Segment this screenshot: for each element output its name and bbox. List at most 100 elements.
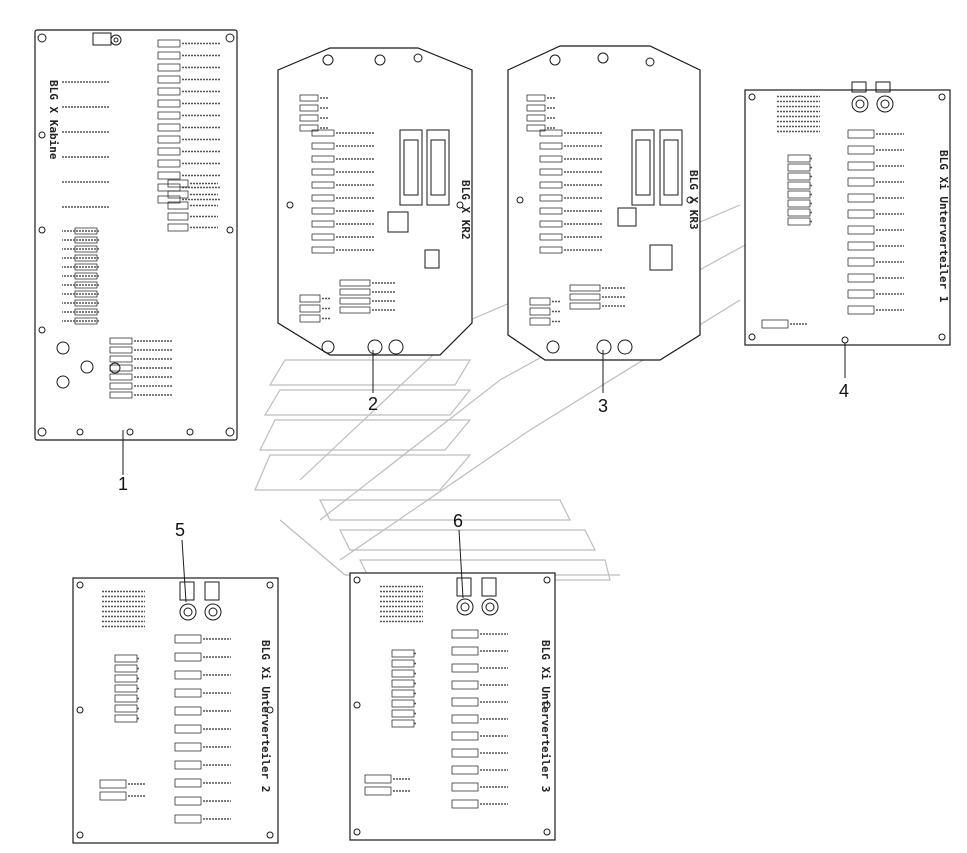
terminal-block [847, 257, 875, 267]
terminal-block [847, 225, 875, 235]
terminal-block [451, 799, 479, 809]
terminal-block [299, 314, 321, 323]
terminal-block [174, 760, 202, 770]
terminal-block [174, 814, 202, 824]
terminal-block [311, 181, 335, 189]
terminal-block [529, 307, 551, 316]
panel-2-terminal-blocks [299, 94, 395, 323]
panel-1-terminal-blocks [62, 39, 220, 399]
terminal-block [539, 181, 563, 189]
terminal-block [99, 779, 127, 789]
terminal-block [847, 289, 875, 299]
terminal-block [299, 294, 321, 303]
terminal-block [109, 355, 133, 363]
terminal-block [539, 220, 563, 228]
terminal-block [311, 207, 335, 215]
terminal-block [157, 171, 181, 180]
terminal-block [339, 279, 371, 287]
terminal-block [539, 246, 563, 254]
panel-5-title: BLG Xi Unterverteiler 2 [259, 640, 272, 792]
terminal-block [339, 306, 371, 314]
terminal-block [451, 748, 479, 758]
terminal-block [451, 765, 479, 775]
terminal-block [157, 87, 181, 96]
terminal-block [451, 663, 479, 673]
terminal-block [539, 142, 563, 150]
callout-1: 1 [118, 474, 128, 494]
terminal-block [311, 194, 335, 202]
terminal-block [311, 220, 335, 228]
panel-6-title: BLG Xi Unterverteiler 3 [539, 640, 552, 792]
terminal-block [311, 155, 335, 163]
terminal-block [364, 774, 392, 784]
terminal-block [529, 317, 551, 326]
terminal-block [526, 104, 546, 112]
terminal-block [174, 634, 202, 644]
terminal-block [364, 786, 392, 796]
terminal-block [109, 382, 133, 390]
terminal-block [311, 129, 335, 137]
terminal-block [99, 791, 127, 801]
terminal-block [157, 51, 181, 60]
terminal-block [157, 135, 181, 144]
terminal-block [174, 796, 202, 806]
terminal-block [157, 159, 181, 168]
terminal-block [847, 241, 875, 251]
terminal-block [157, 39, 181, 48]
terminal-block [451, 629, 479, 639]
terminal-block [174, 670, 202, 680]
panel-6-terminal-blocks [364, 585, 508, 809]
terminal-block [174, 742, 202, 752]
terminal-block [167, 223, 189, 232]
terminal-block [451, 697, 479, 707]
terminal-block [847, 129, 875, 139]
panel-4: BLG Xi Unterverteiler 1 [744, 81, 951, 346]
terminal-block [109, 346, 133, 354]
terminal-block [157, 147, 181, 156]
terminal-block [847, 273, 875, 283]
terminal-block [311, 168, 335, 176]
terminal-block [299, 124, 319, 132]
panel-3: BLG X KR3 [507, 45, 701, 361]
terminal-block [539, 194, 563, 202]
terminal-block [451, 731, 479, 741]
terminal-block [539, 207, 563, 215]
panel-1-title: BLG X Kabine [47, 80, 60, 160]
terminal-block [311, 246, 335, 254]
terminal-block [157, 195, 181, 204]
callout-3: 3 [598, 396, 608, 416]
terminal-block [299, 304, 321, 313]
panel-4-terminal-blocks [761, 95, 904, 329]
terminal-block [109, 391, 133, 399]
terminal-block [339, 297, 371, 305]
terminal-block [451, 646, 479, 656]
panel-4-title: BLG Xi Unterverteiler 1 [937, 150, 950, 303]
panel-5: BLG Xi Unterverteiler 2 [72, 577, 279, 844]
terminal-block [847, 145, 875, 155]
terminal-block [539, 129, 563, 137]
terminal-block [109, 337, 133, 345]
terminal-block [299, 104, 319, 112]
terminal-block [761, 319, 789, 329]
terminal-block [174, 778, 202, 788]
callout-labels: 1 2 3 4 5 6 [118, 381, 849, 540]
terminal-block [569, 293, 601, 301]
terminal-block [451, 714, 479, 724]
panel-2: BLG X KR2 [277, 47, 473, 356]
panel-5-terminal-blocks [99, 590, 231, 824]
terminal-block [311, 233, 335, 241]
panel-3-title: BLG X KR3 [687, 170, 700, 230]
terminal-block [311, 142, 335, 150]
terminal-block [157, 111, 181, 120]
terminal-block [847, 161, 875, 171]
terminal-block [174, 724, 202, 734]
terminal-block [847, 193, 875, 203]
terminal-block [157, 75, 181, 84]
terminal-block [539, 155, 563, 163]
terminal-block [526, 124, 546, 132]
terminal-block [526, 94, 546, 102]
panel-1: BLG X Kabine [34, 29, 238, 441]
callout-2: 2 [368, 394, 378, 414]
terminal-block [167, 212, 189, 221]
